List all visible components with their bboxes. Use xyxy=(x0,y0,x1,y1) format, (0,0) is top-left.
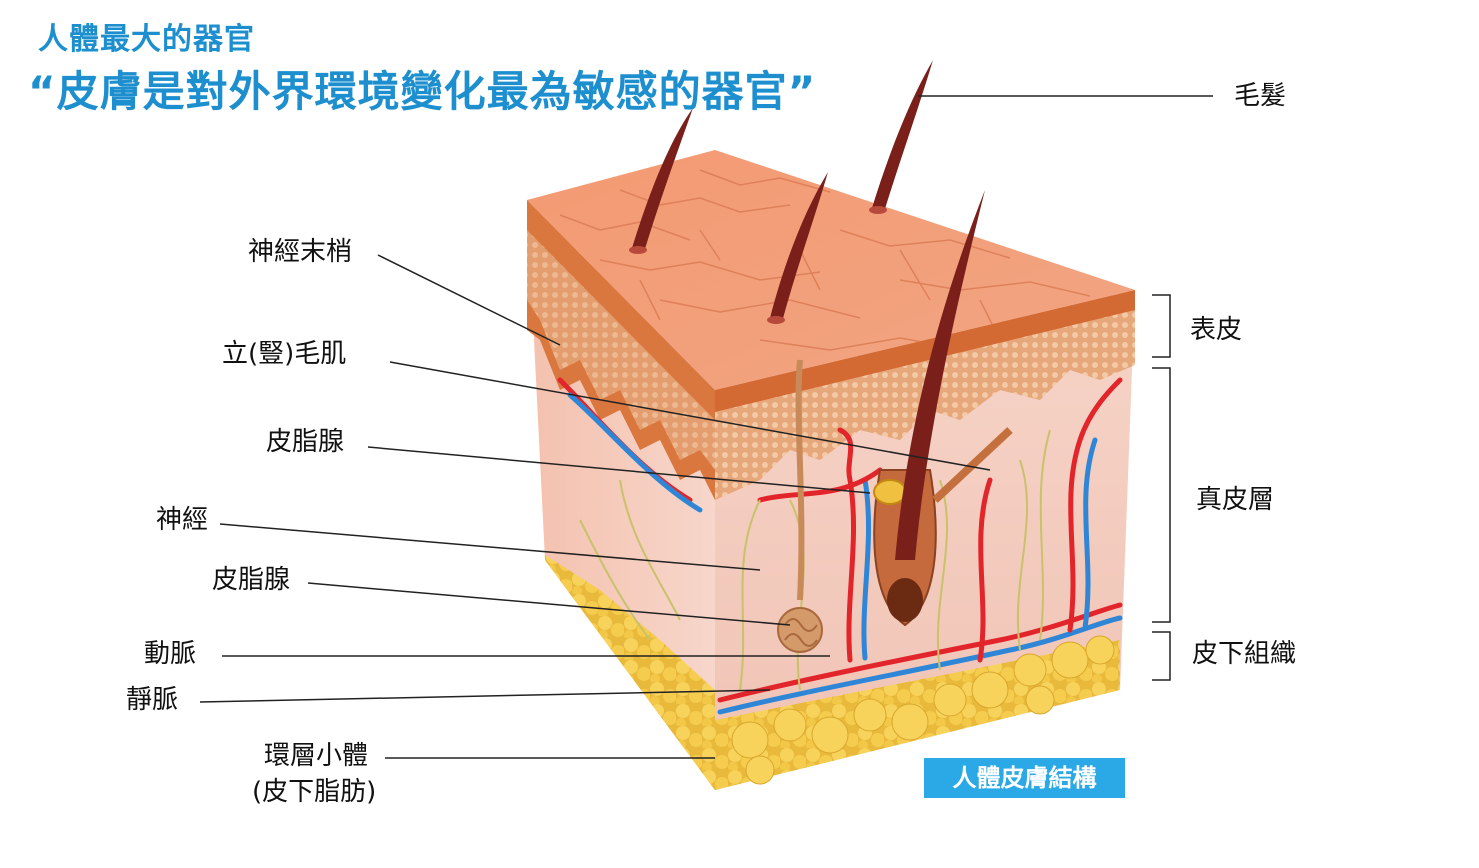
label-sebaceous-gland-1: 皮脂腺 xyxy=(266,427,345,457)
label-nerve-ending: 神經末梢 xyxy=(248,237,353,267)
label-sebaceous-gland-2: 皮脂腺 xyxy=(212,565,291,595)
label-arrector-pili: 立(豎)毛肌 xyxy=(222,339,347,369)
leader-vein xyxy=(199,689,771,703)
hairs xyxy=(632,60,985,560)
skin-surface-top xyxy=(527,150,1135,390)
label-hypodermis: 皮下組織 xyxy=(1192,639,1297,669)
blood-vessels xyxy=(557,377,1123,715)
leader-lines xyxy=(199,95,1213,759)
page-headline: “皮膚是對外界環境變化最為敏感的器官” xyxy=(28,67,817,116)
label-pacinian-line2: (皮下脂肪) xyxy=(252,777,377,807)
leader-arrector-pili xyxy=(389,361,991,471)
bracket-epidermis xyxy=(1152,294,1171,358)
sebaceous-gland-shape xyxy=(873,479,907,505)
leader-sebaceous-2 xyxy=(307,582,791,626)
fat-lobules xyxy=(731,635,1115,785)
bracket-dermis xyxy=(1152,367,1171,623)
label-dermis: 真皮層 xyxy=(1196,485,1275,515)
page-subtitle: 人體最大的器官 xyxy=(38,22,255,57)
arrector-pili-muscle xyxy=(932,427,1013,503)
layer-brackets xyxy=(1152,294,1171,681)
label-vein: 靜脈 xyxy=(126,685,179,715)
bracket-hypodermis xyxy=(1152,631,1171,681)
leader-nerve xyxy=(219,523,761,571)
label-hair: 毛髮 xyxy=(1234,81,1287,111)
label-nerve: 神經 xyxy=(156,505,209,535)
sweat-gland xyxy=(777,359,823,653)
leader-sebaceous-1 xyxy=(367,446,871,494)
label-pacinian-line1: 環層小體 xyxy=(264,741,369,771)
leader-nerve-ending xyxy=(377,254,561,346)
label-artery: 動脈 xyxy=(144,639,197,669)
diagram-caption: 人體皮膚結構 xyxy=(924,758,1125,798)
label-epidermis: 表皮 xyxy=(1190,315,1243,345)
